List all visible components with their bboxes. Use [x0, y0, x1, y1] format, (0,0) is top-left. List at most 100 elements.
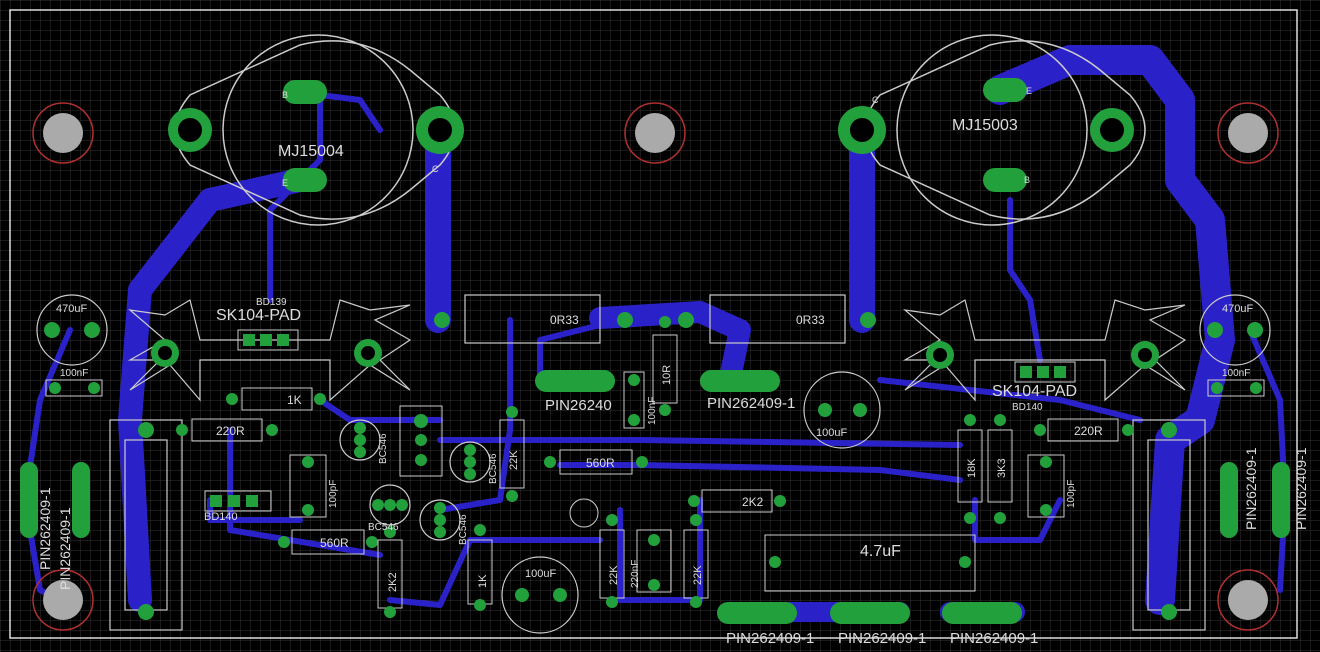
cap-470-left-label: 470uF	[56, 303, 87, 315]
mount-hole-tr	[1217, 102, 1279, 164]
r-1k-label: 1K	[287, 393, 302, 407]
r-560r-b-label: 560R	[320, 536, 349, 550]
c-100pf-a	[289, 454, 327, 518]
pin-bottom-2-label: PIN262409-1	[838, 630, 926, 647]
bc546-c-label: BC546	[368, 522, 399, 533]
r-2k2-a-label: 2K2	[742, 495, 764, 509]
r-560r-a-label: 560R	[586, 456, 615, 470]
cap-470-left	[36, 294, 108, 366]
cap-100n-left	[45, 379, 103, 397]
r-1k-b-label: 1K	[477, 574, 489, 588]
mount-hole-tl	[32, 102, 94, 164]
c-100pf-b-label: 100pF	[1066, 480, 1077, 508]
trace-mid-5	[557, 462, 963, 483]
r-220r-left	[176, 418, 278, 442]
trace-output-bar	[589, 301, 751, 389]
c-4u7-label: 4.7uF	[860, 543, 901, 560]
r-22k-b	[599, 514, 625, 608]
r-22k-a-label: 22K	[508, 450, 520, 470]
r-2k2-b-label: 2K2	[387, 572, 399, 592]
r-0r33-left-label: 0R33	[550, 313, 579, 327]
r-0r33-right	[678, 294, 876, 344]
c-100nf-mid-label: 100nF	[647, 397, 658, 425]
fuse-right	[1132, 419, 1206, 631]
trace-mid-4	[437, 437, 963, 448]
q1-label: MJ15004	[278, 143, 344, 160]
hs-right-label: SK104-PAD	[992, 383, 1077, 400]
r-22k-a	[499, 406, 525, 502]
heatsink-right	[902, 299, 1187, 402]
c-220nf	[636, 529, 672, 593]
r-1k	[226, 387, 326, 411]
mount-hole-tm	[624, 102, 686, 164]
r-10r-label: 10R	[661, 365, 673, 385]
q2-label: MJ15003	[952, 117, 1018, 134]
transistor-rows	[204, 329, 1076, 512]
r-220r-left-label: 220R	[216, 424, 245, 438]
pins-right	[1220, 462, 1290, 538]
pin-bottom-1-label: PIN262409-1	[726, 630, 814, 647]
r-560r-a	[544, 449, 648, 475]
c-100uf-b	[501, 556, 579, 634]
r-220r-right-label: 220R	[1074, 424, 1103, 438]
cap-100n-right-label: 100nF	[1222, 368, 1250, 379]
trace-mid-1	[267, 92, 383, 303]
trace-mid-7	[877, 377, 1143, 423]
q2-b-label: B	[1024, 175, 1030, 185]
r-18k-label: 18K	[966, 458, 978, 478]
r-1k-b	[467, 524, 493, 611]
trace-mid-13	[317, 397, 443, 423]
c-100pf-b	[1027, 454, 1065, 518]
bc546-d-label: BC546	[458, 514, 469, 545]
trace-right-border	[1247, 327, 1288, 593]
pin-mid1-label: PIN26240	[545, 397, 612, 414]
trace-mid-3	[437, 317, 513, 513]
c-100pf-a-label: 100pF	[328, 480, 339, 508]
pin-mid2-label: PIN262409-1	[707, 395, 795, 412]
bd139-label: BD139	[256, 297, 287, 308]
trace-mid-6	[387, 537, 603, 608]
mount-hole-br	[1217, 569, 1279, 631]
cap-100n-left-label: 100nF	[60, 368, 88, 379]
trace-mid-12	[537, 317, 623, 383]
bc546-a-label: BC546	[378, 433, 389, 464]
trimmer	[399, 405, 443, 477]
q1-to3-outline	[174, 34, 456, 226]
board-outline	[9, 9, 1298, 639]
c-100nf-mid	[623, 371, 645, 429]
q1-e-label: E	[282, 178, 288, 188]
mounting-holes	[32, 102, 1279, 631]
hs-left-label: SK104-PAD	[216, 307, 301, 324]
fuse-left	[109, 419, 183, 631]
led	[569, 498, 599, 528]
trace-mid-2	[227, 427, 383, 558]
r-560r-b	[278, 529, 378, 555]
trace-left-big	[118, 168, 312, 612]
cap-470-right-label: 470uF	[1222, 303, 1253, 315]
trace-mid-8	[1007, 197, 1043, 363]
r-22k-c	[683, 514, 709, 608]
q1-c-label: C	[432, 164, 439, 174]
r-22k-c-label: 22K	[692, 565, 704, 585]
bd140-right-label: BD140	[1012, 402, 1043, 413]
pin-right-a-label: PIN262409-1	[1243, 447, 1259, 530]
r-3k3-label: 3K3	[996, 458, 1008, 478]
q2-to3-outline	[864, 34, 1146, 226]
trace-mid-9	[617, 507, 703, 603]
c-4u7	[764, 534, 976, 592]
pins-left	[20, 462, 90, 538]
r-2k2-a	[688, 489, 786, 513]
r-0r33-left	[434, 294, 633, 344]
pin-bottom-3-label: PIN262409-1	[950, 630, 1038, 647]
mount-hole-bl	[32, 569, 94, 631]
bc546-group	[339, 419, 491, 541]
c-220nf-label: 220nF	[630, 560, 641, 588]
connector-pads	[535, 370, 1022, 624]
pin-left-a-label: PIN262409-1	[57, 507, 73, 590]
r-18k	[957, 414, 983, 524]
cap-100n-right	[1207, 379, 1265, 397]
r-10r	[652, 316, 678, 416]
c-100uf-b-label: 100uF	[525, 568, 556, 580]
